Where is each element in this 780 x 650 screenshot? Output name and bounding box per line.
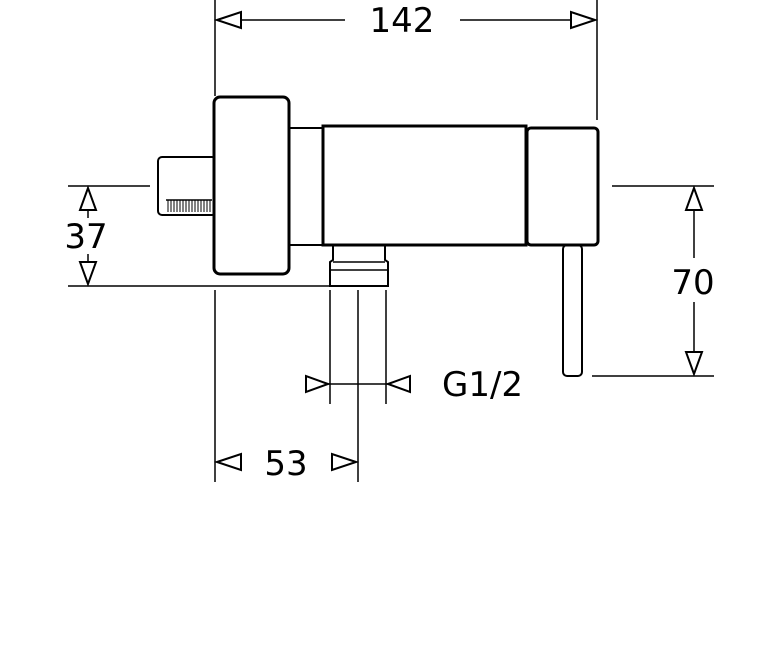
dimension-label-142: 142 [370,1,435,41]
dimension-height-outlet: 37 [64,185,108,287]
dimension-thread: G1/2 [305,365,523,405]
lever-head [525,126,600,247]
connector-neck [288,127,324,246]
dimension-label-37: 37 [64,217,107,257]
wall-flange [212,95,291,276]
outlet-fitting [329,245,389,287]
dimension-label-70: 70 [671,263,714,303]
dimension-label-g12: G1/2 [442,365,523,405]
inlet-thread [157,156,217,216]
dimension-height-lever: 70 [671,185,715,377]
dimension-label-53: 53 [264,444,307,484]
valve-cylinder [321,124,528,247]
lever-handle [562,244,583,377]
mixer-valve [157,95,600,377]
dimension-width-total: 142 [213,1,599,41]
dimension-outlet-offset: 53 [213,444,360,484]
